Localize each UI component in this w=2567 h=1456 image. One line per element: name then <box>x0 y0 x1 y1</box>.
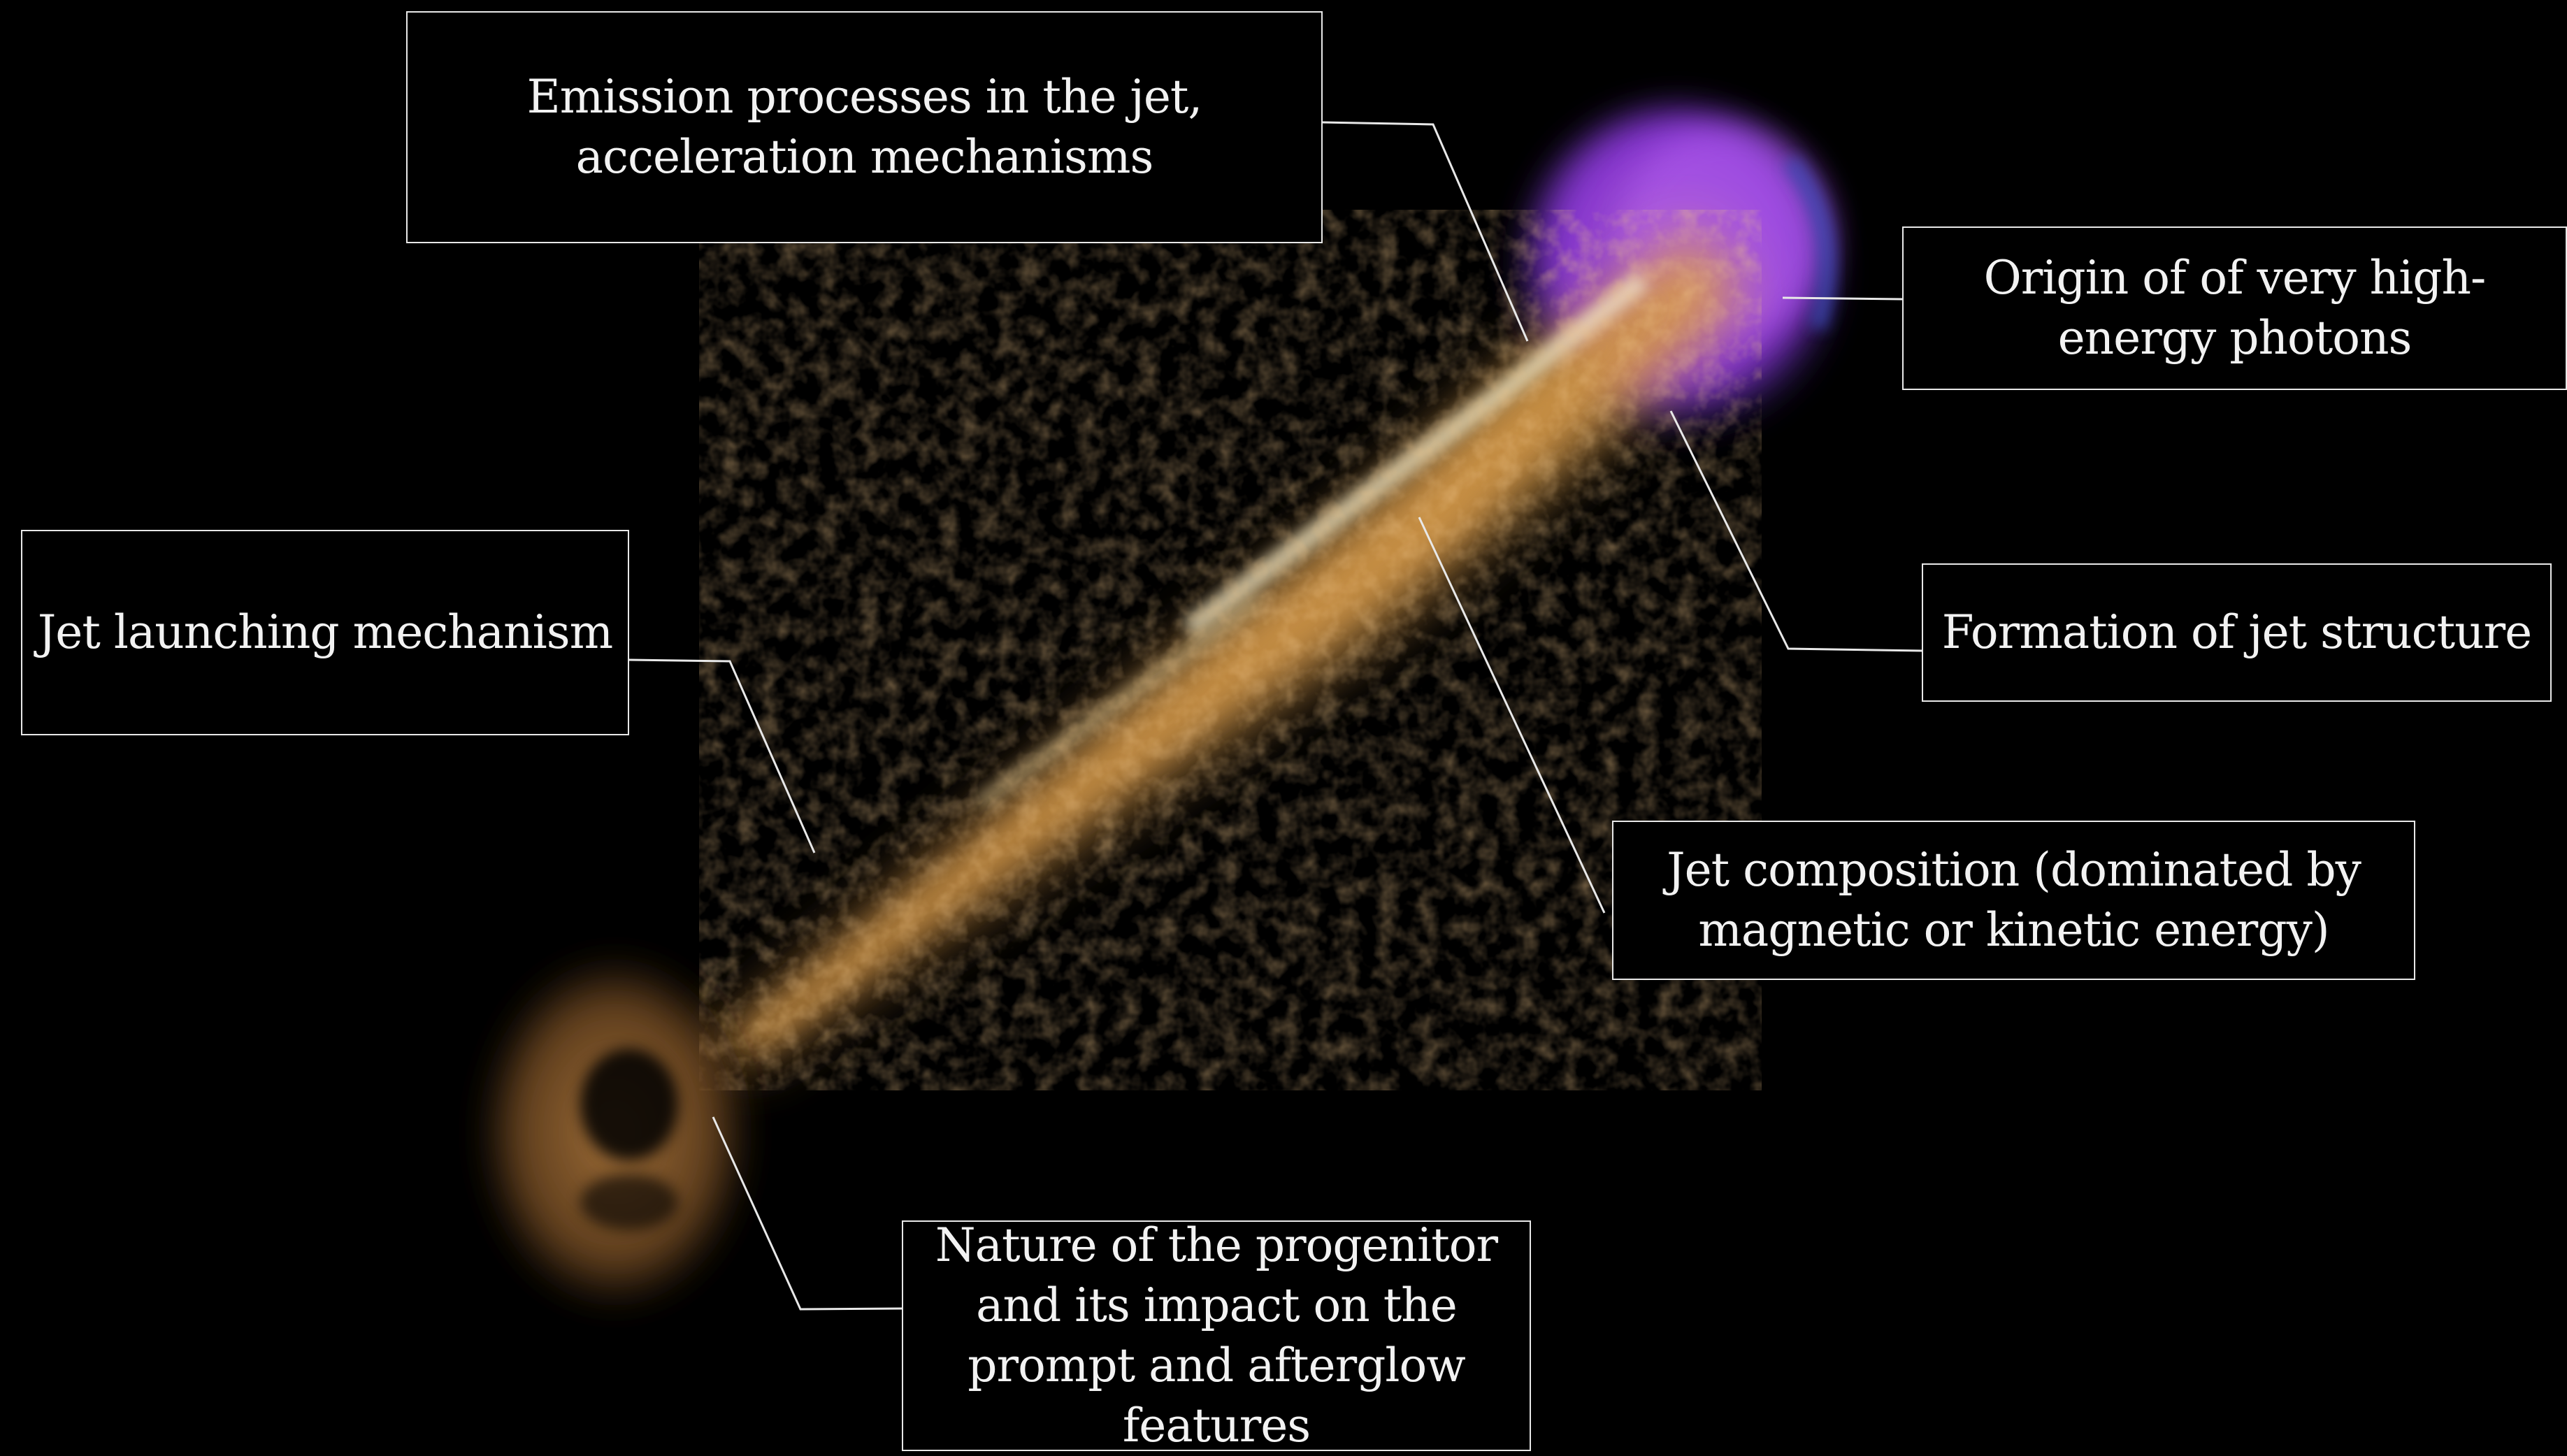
leader-line-structure <box>1671 411 1922 651</box>
label-jet-composition: Jet composition (dominated by magnetic o… <box>1612 821 2415 980</box>
label-structure-text: Formation of jet structure <box>1942 603 2531 663</box>
leader-line-origin <box>1783 298 1902 299</box>
leader-line-launch <box>629 660 814 853</box>
label-emission-processes: Emission processes in the jet, accelerat… <box>406 11 1323 243</box>
label-emission-text: Emission processes in the jet, accelerat… <box>420 67 1309 187</box>
label-launch-text: Jet launching mechanism <box>38 603 612 663</box>
label-jet-structure: Formation of jet structure <box>1922 563 2552 702</box>
jet-body <box>699 210 1762 1090</box>
label-high-energy-photons: Origin of of very high-energy photons <box>1902 226 2567 390</box>
label-jet-launching: Jet launching mechanism <box>21 530 629 735</box>
progenitor <box>475 951 755 1314</box>
label-composition-text: Jet composition (dominated by magnetic o… <box>1626 840 2401 960</box>
label-nature-text: Nature of the progenitor and its impact … <box>916 1216 1517 1456</box>
leader-line-composition <box>1419 517 1604 913</box>
label-progenitor-nature: Nature of the progenitor and its impact … <box>902 1220 1531 1451</box>
leader-line-emission <box>1323 122 1527 341</box>
label-origin-text: Origin of of very high-energy photons <box>1916 248 2553 368</box>
